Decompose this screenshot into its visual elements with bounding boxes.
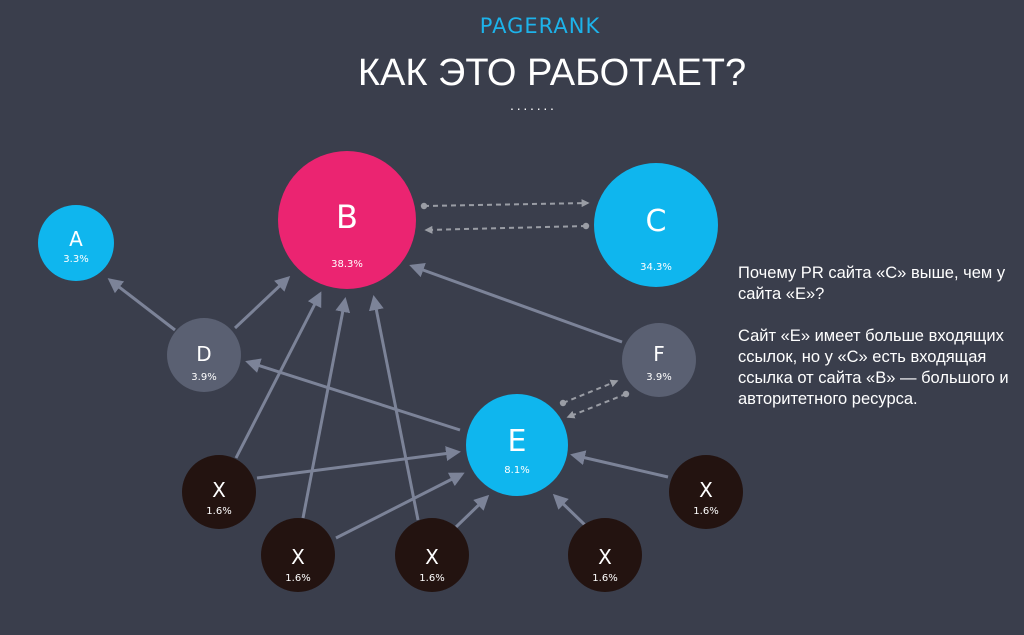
svg-text:1.6%: 1.6%	[693, 506, 718, 517]
edge-d-a	[107, 278, 176, 332]
svg-text:X: X	[212, 478, 226, 502]
svg-text:X: X	[598, 545, 612, 569]
edge-b-c	[420, 199, 590, 210]
explanation-question: Почему PR сайта «С» выше, чем у сайта «Е…	[738, 264, 1006, 303]
svg-text:1.6%: 1.6%	[419, 573, 444, 584]
dashed-edges	[420, 199, 630, 419]
node-x4: X 1.6%	[568, 518, 642, 592]
svg-text:1.6%: 1.6%	[285, 573, 310, 584]
node-x1: X 1.6%	[182, 455, 256, 529]
svg-text:X: X	[425, 545, 439, 569]
explanation-text: Почему PR сайта «С» выше, чем у сайта «Е…	[738, 263, 1018, 431]
node-d: D 3.9%	[167, 318, 241, 392]
page-title: КАК ЭТО РАБОТАЕТ?	[357, 52, 747, 94]
node-a: A 3.3%	[38, 205, 114, 281]
edge-e-f	[559, 379, 619, 407]
edge-f-b	[409, 263, 623, 344]
solid-edges	[107, 263, 669, 540]
node-e: E 8.1%	[466, 394, 568, 496]
node-x3: X 1.6%	[395, 518, 469, 592]
edge-f-e	[566, 390, 630, 419]
svg-text:3.9%: 3.9%	[191, 372, 216, 383]
edge-x1-b	[234, 291, 322, 459]
edge-x2-b	[301, 297, 351, 519]
edge-x1-e	[256, 446, 461, 480]
edge-e-d	[245, 358, 461, 432]
svg-text:34.3%: 34.3%	[640, 262, 672, 273]
svg-text:8.1%: 8.1%	[504, 465, 529, 476]
edge-x5-e	[570, 450, 669, 479]
svg-text:X: X	[291, 545, 305, 569]
svg-text:X: X	[699, 478, 713, 502]
node-c: C 34.3%	[594, 163, 718, 287]
svg-text:F: F	[653, 342, 665, 366]
explanation-answer: Сайт «Е» имеет больше входящих ссылок, н…	[738, 327, 1009, 408]
svg-text:E: E	[508, 424, 527, 459]
svg-text:D: D	[196, 342, 211, 366]
edge-x3-e	[454, 494, 490, 529]
svg-text:C: C	[646, 204, 667, 239]
svg-text:3.9%: 3.9%	[646, 372, 671, 383]
subtitle: PAGERANK	[479, 14, 601, 38]
svg-text:B: B	[336, 198, 358, 236]
node-x2: X 1.6%	[261, 518, 335, 592]
title-divider: ·······	[509, 100, 557, 116]
svg-text:1.6%: 1.6%	[206, 506, 231, 517]
svg-text:1.6%: 1.6%	[592, 573, 617, 584]
edge-c-b	[424, 222, 590, 234]
node-f: F 3.9%	[622, 323, 696, 397]
edge-d-b	[233, 275, 291, 330]
edge-x4-e	[552, 493, 587, 527]
svg-text:A: A	[69, 227, 83, 251]
svg-text:38.3%: 38.3%	[331, 259, 363, 270]
node-b: B 38.3%	[278, 151, 416, 289]
node-x5: X 1.6%	[669, 455, 743, 529]
edge-x3-b	[368, 295, 420, 521]
svg-text:3.3%: 3.3%	[63, 254, 88, 265]
edge-x2-e	[335, 472, 465, 540]
